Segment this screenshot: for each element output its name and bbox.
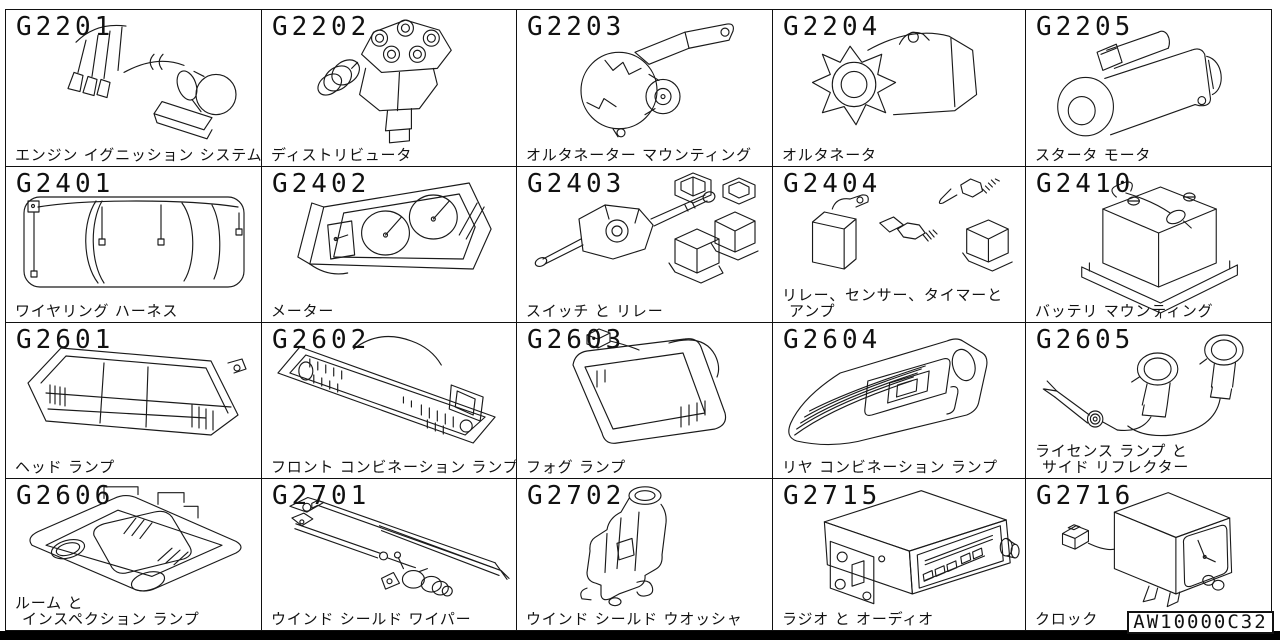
page-bottom-edge bbox=[0, 631, 1280, 640]
rear-combination-lamp-illustration bbox=[788, 338, 988, 446]
part-cell-g2402[interactable]: G2402 メーター bbox=[262, 167, 517, 323]
part-code: G2606 bbox=[16, 481, 115, 511]
part-code: G2715 bbox=[783, 481, 882, 511]
wiring-harness-illustration bbox=[23, 196, 245, 288]
part-caption: ラジオ と オーディオ bbox=[782, 610, 934, 628]
part-caption: ウインド シールド ウオッシャ bbox=[526, 610, 743, 628]
windshield-wiper-illustration bbox=[289, 496, 510, 597]
part-code: G2203 bbox=[527, 12, 626, 42]
part-caption: フォグ ランプ bbox=[526, 458, 626, 476]
part-cell-g2605[interactable]: G2605 ライセンス ランプ とサイド リフレクター bbox=[1026, 323, 1271, 479]
part-code: G2201 bbox=[16, 12, 115, 42]
meter-illustration bbox=[297, 182, 492, 275]
part-caption: リヤ コンビネーション ランプ bbox=[782, 458, 998, 476]
drawing-number: AW10000C32 bbox=[1133, 611, 1268, 633]
alternator-illustration bbox=[811, 31, 978, 126]
part-caption: エンジン イグニッション システム bbox=[15, 146, 262, 164]
part-cell-g2702[interactable]: G2702 ウインド シールド ウオッシャ bbox=[517, 479, 773, 630]
part-cell-g2603[interactable]: G2603 フォグ ランプ bbox=[517, 323, 773, 479]
part-cell-g2202[interactable]: G2202 ディストリビュータ bbox=[262, 10, 517, 167]
parts-grid: G2201 エンジン イグニッション システム G2202 bbox=[6, 10, 1271, 630]
head-lamp-illustration bbox=[27, 347, 247, 436]
fog-lamp-illustration bbox=[572, 328, 727, 444]
part-code: G2602 bbox=[272, 325, 371, 355]
part-cell-g2404[interactable]: G2404 リレー、センサー、タイマーとアンプ bbox=[773, 167, 1026, 323]
part-cell-g2403[interactable]: G2403 スイッチ と リレー bbox=[517, 167, 773, 323]
part-caption: ヘッド ランプ bbox=[15, 458, 115, 476]
part-code: G2604 bbox=[783, 325, 882, 355]
part-code: G2401 bbox=[16, 169, 115, 199]
part-code: G2204 bbox=[783, 12, 882, 42]
part-cell-g2201[interactable]: G2201 エンジン イグニッション システム bbox=[6, 10, 262, 167]
battery-mounting-illustration bbox=[1081, 181, 1238, 319]
part-caption: ディストリビュータ bbox=[271, 146, 413, 164]
front-combination-lamp-illustration bbox=[277, 335, 496, 444]
ignition-system-illustration bbox=[67, 24, 237, 140]
part-code: G2701 bbox=[272, 481, 371, 511]
parts-catalog-sheet: G2201 エンジン イグニッション システム G2202 bbox=[5, 9, 1272, 631]
part-cell-g2401[interactable]: G2401 ワイヤリング ハーネス bbox=[6, 167, 262, 323]
part-caption: バッテリ マウンティング bbox=[1035, 302, 1214, 320]
part-cell-g2602[interactable]: G2602 フロント コンビネーション ランプ bbox=[262, 323, 517, 479]
part-code: G2205 bbox=[1036, 12, 1135, 42]
part-caption: スタータ モータ bbox=[1035, 146, 1152, 164]
part-cell-g2205[interactable]: G2205 スタータ モータ bbox=[1026, 10, 1271, 167]
part-code: G2603 bbox=[527, 325, 626, 355]
part-cell-g2601[interactable]: G2601 ヘッド ランプ bbox=[6, 323, 262, 479]
part-caption: クロック bbox=[1035, 610, 1099, 628]
radio-and-audio-illustration bbox=[823, 490, 1020, 605]
part-code: G2702 bbox=[527, 481, 626, 511]
clock-illustration bbox=[1061, 492, 1233, 608]
starter-motor-illustration bbox=[1057, 30, 1222, 137]
alternator-mounting-illustration bbox=[580, 23, 734, 138]
part-cell-g2203[interactable]: G2203 オルタネーター マウンティング bbox=[517, 10, 773, 167]
part-caption: ワイヤリング ハーネス bbox=[15, 302, 179, 320]
part-caption: オルタネータ bbox=[782, 146, 877, 164]
part-caption: メーター bbox=[271, 302, 335, 320]
part-code: G2404 bbox=[783, 169, 882, 199]
part-caption: オルタネーター マウンティング bbox=[526, 146, 752, 164]
part-code: G2403 bbox=[527, 169, 626, 199]
part-code: G2716 bbox=[1036, 481, 1135, 511]
part-code: G2402 bbox=[272, 169, 371, 199]
part-caption: ルーム とインスペクション ランプ bbox=[15, 594, 200, 628]
part-code: G2202 bbox=[272, 12, 371, 42]
part-code: G2410 bbox=[1036, 169, 1135, 199]
part-cell-g2715[interactable]: G2715 ラジオ と オーディオ bbox=[773, 479, 1026, 630]
part-caption: ライセンス ランプ とサイド リフレクター bbox=[1035, 442, 1190, 476]
license-lamp-side-reflector-illustration bbox=[1042, 334, 1244, 437]
distributor-illustration bbox=[317, 19, 452, 144]
part-cell-g2604[interactable]: G2604 リヤ コンビネーション ランプ bbox=[773, 323, 1026, 479]
part-caption: リレー、センサー、タイマーとアンプ bbox=[782, 286, 1003, 320]
part-code: G2601 bbox=[16, 325, 115, 355]
part-cell-g2204[interactable]: G2204 オルタネータ bbox=[773, 10, 1026, 167]
part-code: G2605 bbox=[1036, 325, 1135, 355]
relay-sensor-timer-amp-illustration bbox=[811, 178, 1013, 272]
part-caption: フロント コンビネーション ランプ bbox=[271, 458, 517, 476]
part-caption: ウインド シールド ワイパー bbox=[271, 610, 472, 628]
part-cell-g2701[interactable]: G2701 ウインド シールド ワイパー bbox=[262, 479, 517, 630]
part-cell-g2606[interactable]: G2606 ルーム とインスペクション ランプ bbox=[6, 479, 262, 630]
switch-and-relay-illustration bbox=[534, 172, 759, 284]
windshield-washer-illustration bbox=[580, 486, 667, 607]
part-caption: スイッチ と リレー bbox=[526, 302, 664, 320]
part-cell-g2716[interactable]: G2716 クロック bbox=[1026, 479, 1271, 630]
part-cell-g2410[interactable]: G2410 バッテリ マウンティング bbox=[1026, 167, 1271, 323]
room-inspection-lamp-illustration bbox=[29, 486, 242, 592]
drawing-number-box: AW10000C32 bbox=[1127, 611, 1274, 634]
